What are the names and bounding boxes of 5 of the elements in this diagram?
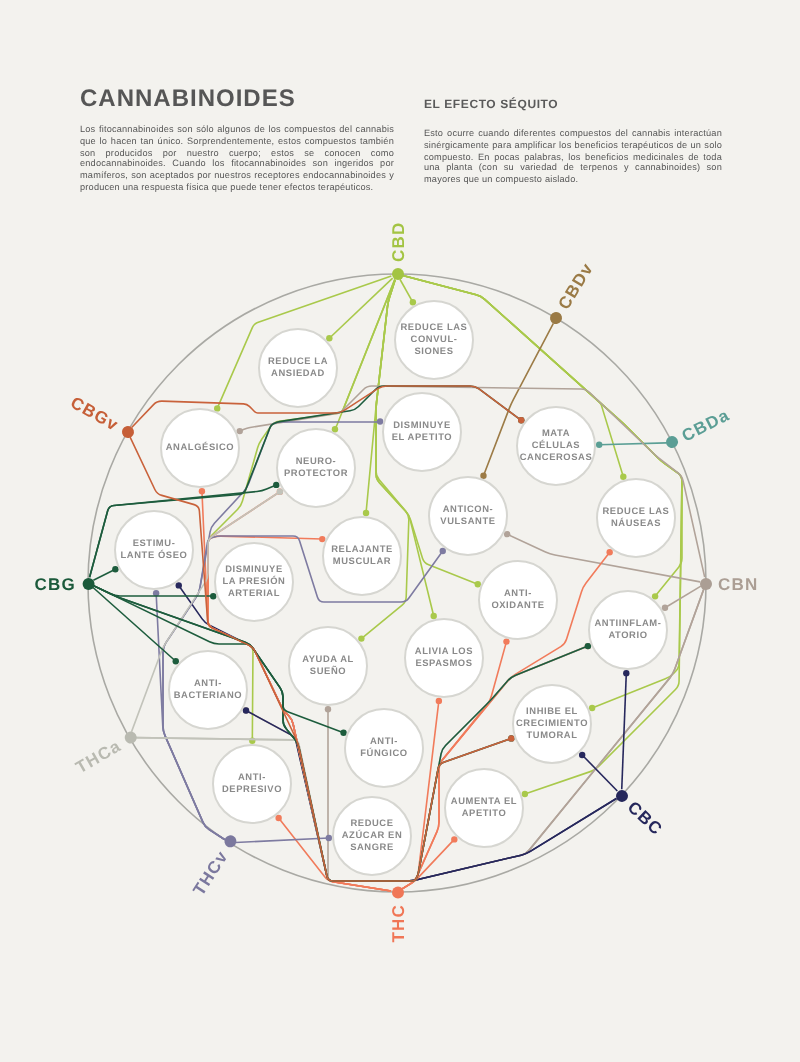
cannabinoid-label: THC: [387, 904, 407, 943]
cannabinoid-label: CBD: [387, 221, 407, 262]
cannabinoid-label: CBN: [718, 573, 759, 593]
cannabinoid-label: CBG: [34, 573, 76, 593]
page-title: CANNABINOIDES: [80, 84, 296, 112]
